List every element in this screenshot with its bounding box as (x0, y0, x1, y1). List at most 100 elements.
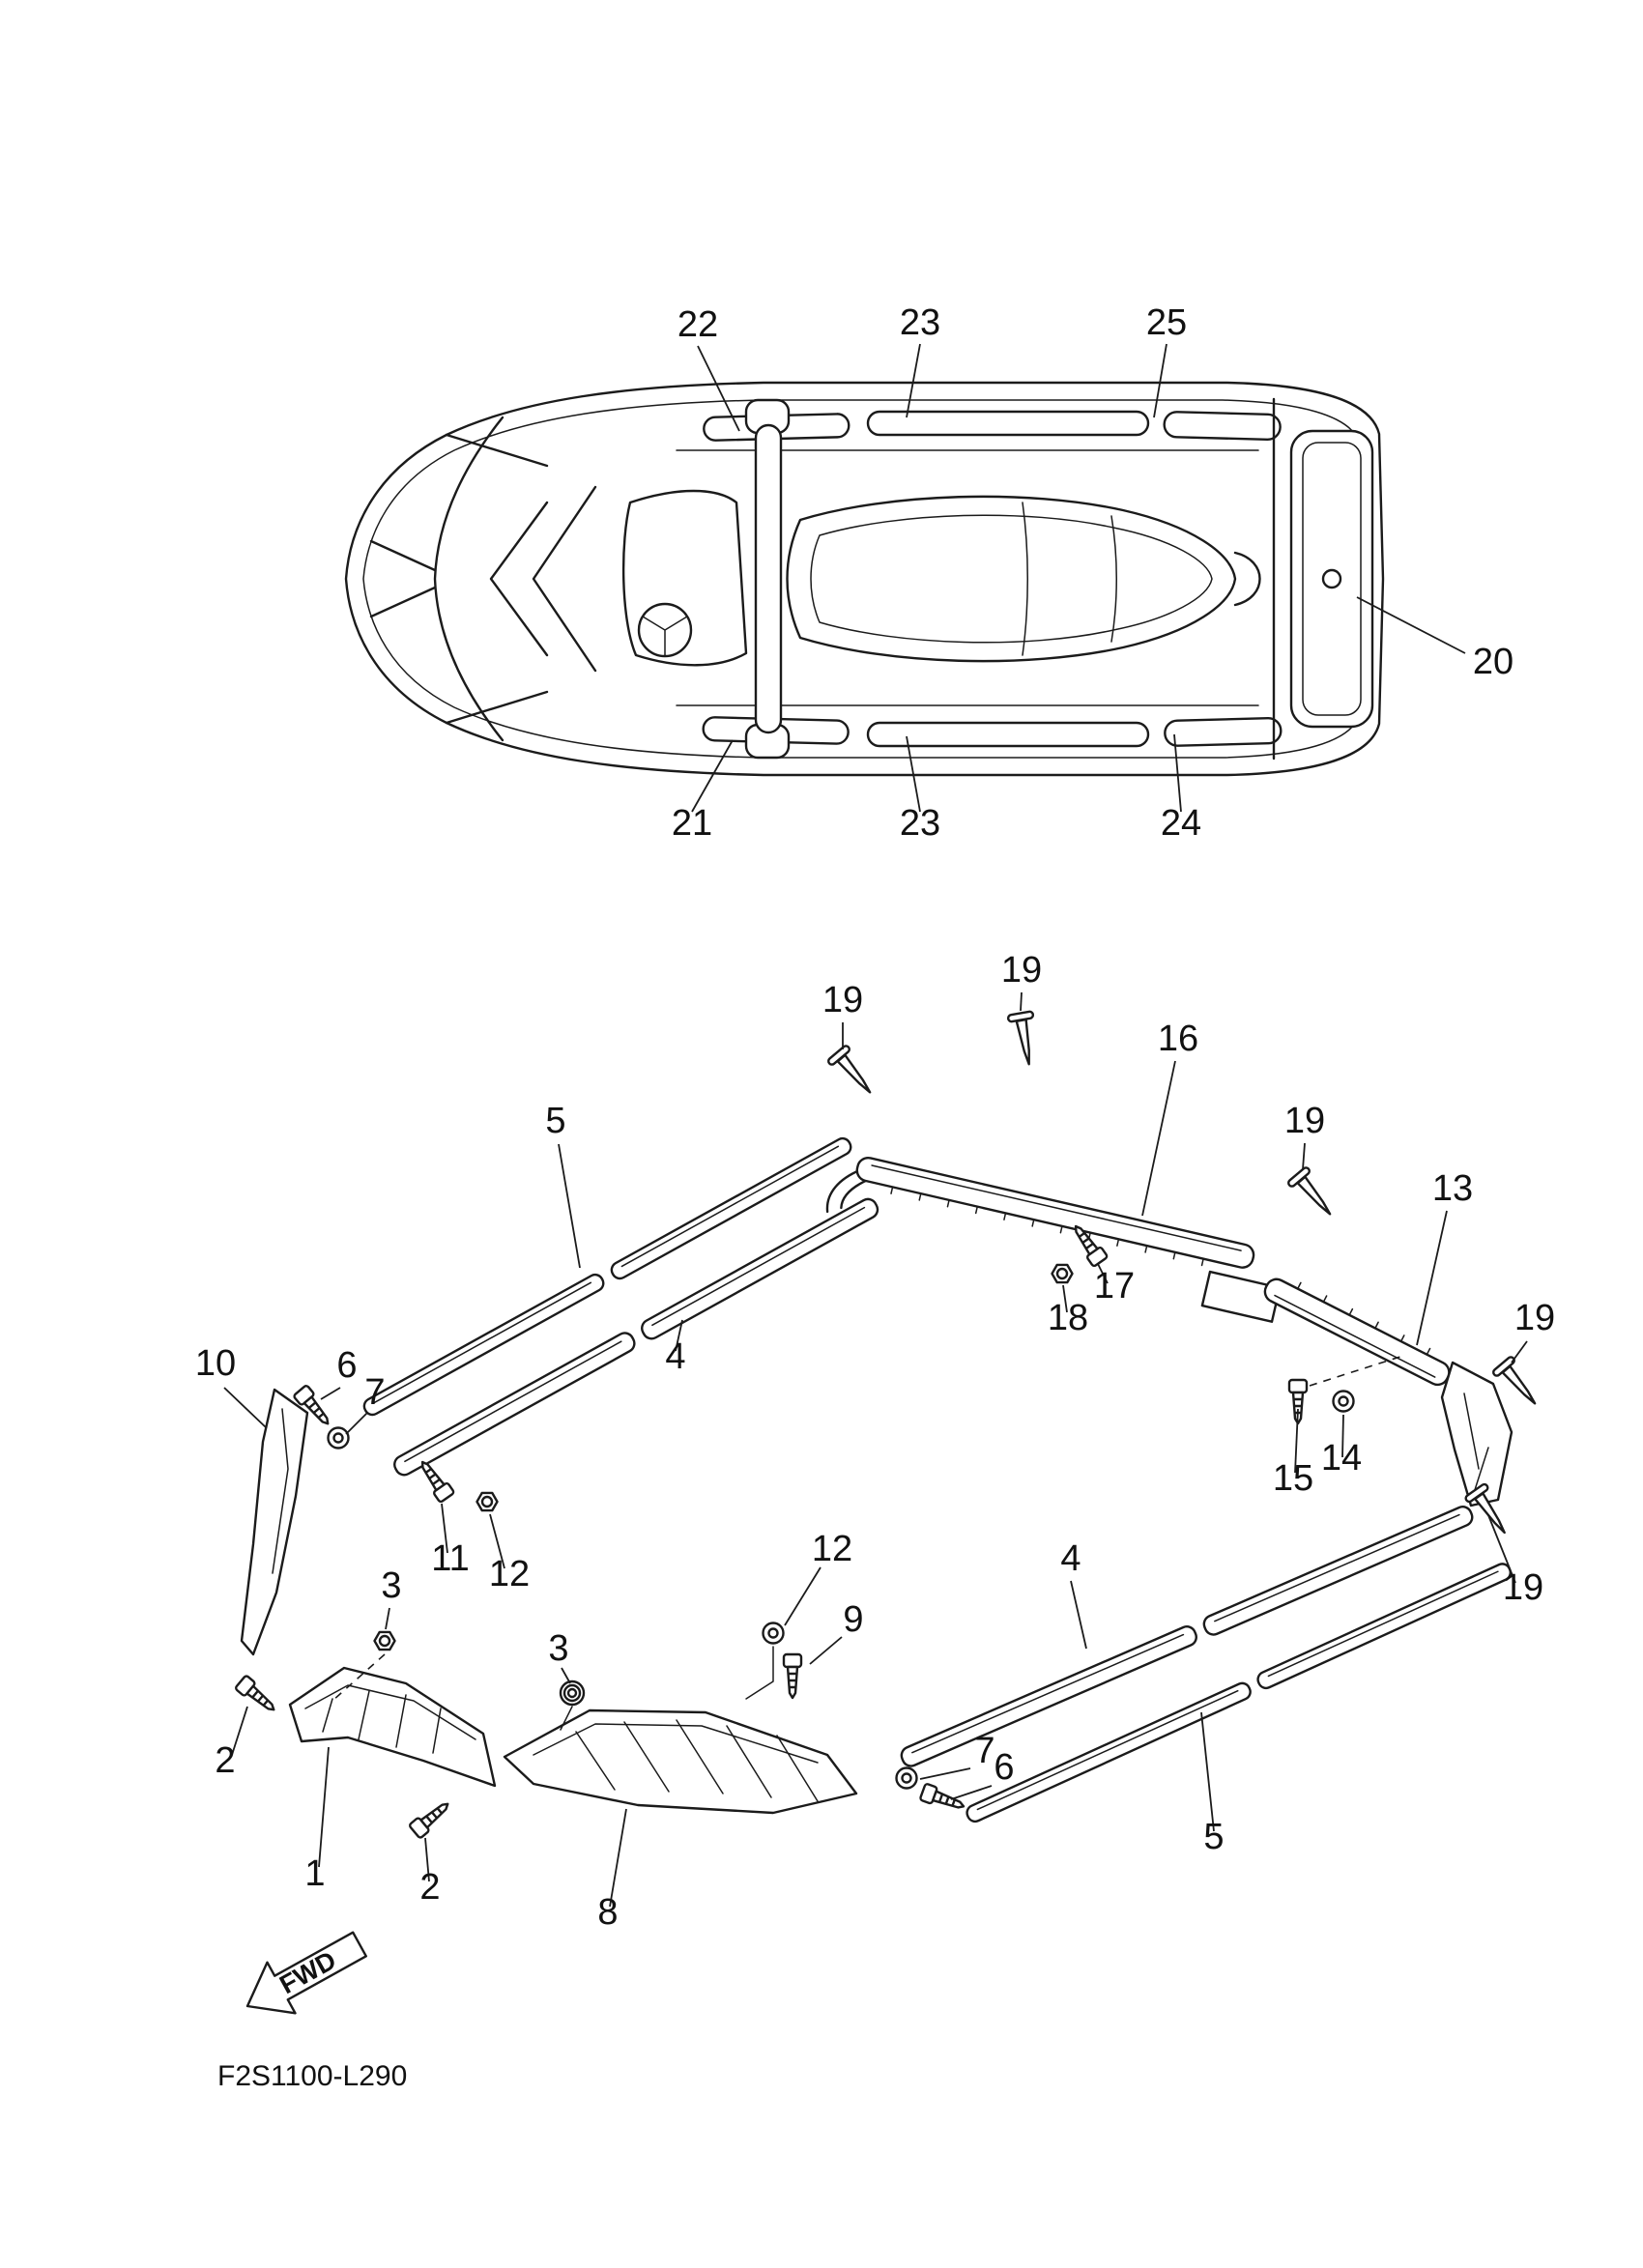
leader-21 (691, 739, 734, 813)
callout-3-b: 3 (548, 1628, 568, 1669)
exploded-callouts: 19 19 16 19 13 19 5 4 10 6 7 17 18 14 15… (195, 950, 1555, 1933)
leader-19-c (1302, 1142, 1306, 1170)
washer-7-right-icon (895, 1766, 918, 1790)
leader-23-top (906, 343, 921, 418)
leader-13 (1416, 1210, 1448, 1346)
leader-19-b (1020, 991, 1023, 1012)
callout-12-left: 12 (489, 1554, 530, 1594)
callout-7-left: 7 (364, 1372, 385, 1413)
callout-1: 1 (304, 1853, 325, 1894)
steering-boss (637, 602, 693, 658)
callout-19-b: 19 (1001, 950, 1042, 990)
callout-6-right: 6 (994, 1747, 1014, 1788)
washer-7-left-icon (327, 1426, 350, 1450)
callout-23-bottom: 23 (900, 803, 940, 844)
callout-9: 9 (843, 1599, 863, 1640)
callout-18: 18 (1048, 1298, 1088, 1338)
callout-25: 25 (1146, 302, 1187, 343)
gunwale-mat-25 (1163, 411, 1282, 441)
part-strip-5-upper-left (362, 1136, 852, 1417)
callout-24: 24 (1161, 803, 1201, 844)
leader-8 (609, 1808, 627, 1908)
pin-19-a-icon (825, 1043, 881, 1102)
leader-4-upper (675, 1319, 683, 1352)
callout-19-a: 19 (822, 980, 863, 1020)
nut-12-left-icon (476, 1491, 499, 1512)
leader-3-b (561, 1667, 571, 1684)
screw-9-icon (782, 1652, 803, 1700)
callout-6-left: 6 (336, 1345, 357, 1386)
fwd-arrow-shape (245, 1931, 367, 2015)
part-strip-16 (825, 1156, 1255, 1269)
leader-6-left (320, 1387, 341, 1400)
exploded-view: 19 19 16 19 13 19 5 4 10 6 7 17 18 14 15… (195, 950, 1555, 1933)
leader-7-right (919, 1767, 971, 1780)
leader-5-lower (1200, 1711, 1215, 1832)
washer-14-icon (1332, 1390, 1355, 1413)
part-13-end-cap-facets (1463, 1392, 1489, 1497)
screw-2-b-icon (407, 1795, 455, 1840)
callout-7-right: 7 (974, 1731, 994, 1771)
leader-20 (1356, 596, 1466, 654)
part-strip-4-lower-right (900, 1506, 1474, 1767)
leader-25 (1153, 343, 1167, 418)
callout-19-c: 19 (1284, 1101, 1325, 1141)
fwd-label: FWD (274, 1945, 340, 1999)
part-strip-5-lower-right (966, 1563, 1512, 1823)
top-view-callouts: 22 23 25 20 21 23 24 (672, 302, 1513, 844)
gunwale-mat-24 (1164, 716, 1283, 747)
leader-3-a (385, 1607, 390, 1630)
leader-23-bottom (906, 735, 921, 813)
part-side-trim-10 (240, 1388, 309, 1656)
bow-details (369, 416, 597, 742)
leader-15 (1294, 1408, 1299, 1474)
callout-23-top: 23 (900, 302, 940, 343)
callout-4-upper: 4 (665, 1336, 685, 1377)
callout-3-a: 3 (381, 1565, 401, 1606)
leader-10 (223, 1387, 268, 1429)
callout-13: 13 (1432, 1168, 1473, 1209)
callout-14: 14 (1321, 1438, 1362, 1479)
leader-19-d (1511, 1340, 1528, 1364)
leader-12-left (489, 1513, 505, 1569)
callout-16: 16 (1158, 1019, 1198, 1059)
leader-4-lower (1070, 1580, 1087, 1650)
rear-platform-mat-20 (1272, 397, 1374, 761)
nut-3-a-icon (373, 1630, 396, 1651)
callout-17: 17 (1094, 1266, 1135, 1306)
callout-2-b: 2 (419, 1867, 440, 1908)
leader-12-mid (784, 1566, 822, 1626)
leader-18 (1062, 1284, 1068, 1313)
screw-2-a-icon (233, 1674, 281, 1718)
screw-6-right-icon (918, 1782, 968, 1816)
leader-5-upper (558, 1143, 581, 1269)
callout-22: 22 (677, 304, 718, 345)
leader-1 (318, 1746, 330, 1868)
callout-15: 15 (1273, 1458, 1313, 1499)
callout-4-lower: 4 (1060, 1538, 1081, 1579)
leader-11 (441, 1503, 448, 1554)
callout-12-mid: 12 (812, 1529, 852, 1569)
leader-2-a (231, 1706, 248, 1756)
callout-8: 8 (597, 1892, 618, 1933)
callout-11: 11 (431, 1538, 469, 1579)
part-mat-1 (288, 1666, 497, 1788)
leader-16 (1141, 1060, 1176, 1217)
exploded-leaders (223, 991, 1528, 1908)
fwd-arrow: FWD (245, 1931, 367, 2015)
leader-2-b (424, 1837, 430, 1882)
leader-22 (697, 345, 740, 432)
pin-19-b-icon (1006, 1010, 1043, 1068)
callout-10: 10 (195, 1343, 236, 1384)
handlebar (744, 398, 791, 760)
part-strip-13 (1263, 1278, 1451, 1387)
gunwale-mat-23-bottom (866, 721, 1150, 748)
callout-2-a: 2 (215, 1740, 235, 1781)
part-strip-4-upper-left (393, 1197, 879, 1477)
part-code: F2S1100-L290 (217, 2060, 407, 2092)
callout-19-d: 19 (1514, 1298, 1555, 1338)
hull-outline (344, 381, 1385, 777)
washer-12-mid-icon (762, 1622, 785, 1645)
leader-14 (1341, 1414, 1344, 1458)
